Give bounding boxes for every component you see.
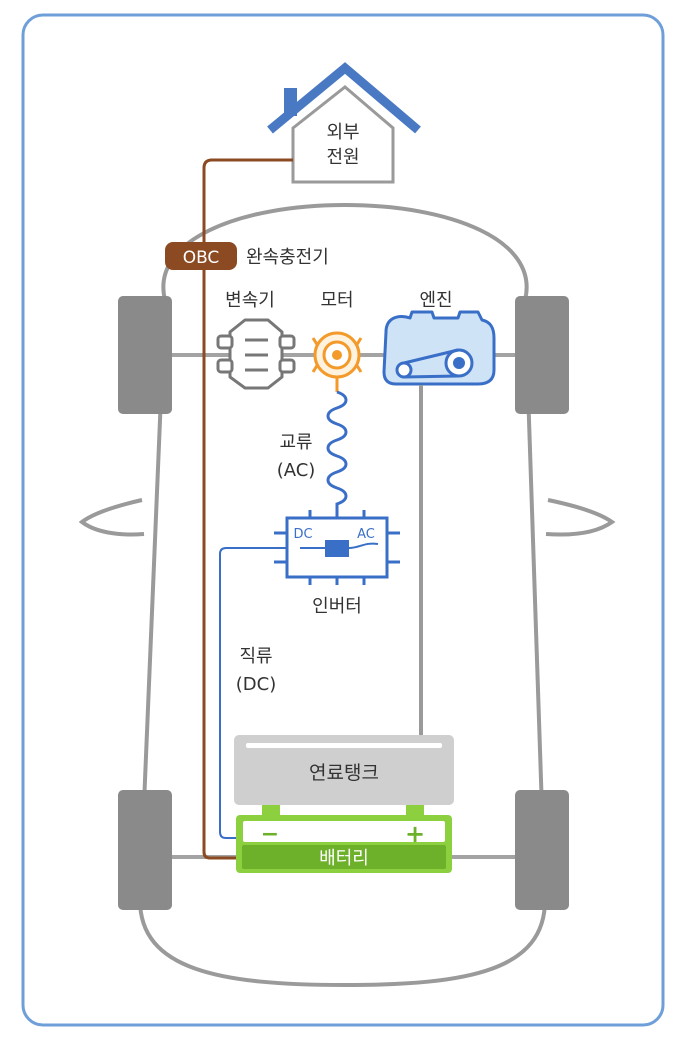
fuel-tank [234, 735, 454, 805]
right-mirror [545, 498, 616, 537]
wheel-rear-right [515, 790, 569, 910]
left-mirror [78, 498, 145, 537]
wheel-front-right [515, 296, 569, 414]
battery-minus-sign: − [261, 822, 279, 847]
engine-label: 엔진 [419, 290, 452, 311]
battery-label: 배터리 [319, 848, 369, 869]
ac-label-1: 교류 [279, 432, 312, 453]
dc-label-2: (DC) [236, 674, 276, 695]
ac-coil [326, 390, 348, 515]
motor-label: 모터 [320, 290, 353, 311]
wheel-rear-left [118, 790, 172, 910]
inverter-dc-label: DC [293, 527, 312, 542]
engine-icon [382, 310, 496, 386]
battery-icon [236, 805, 452, 873]
fuel-tank-highlight [246, 743, 442, 748]
motor-icon [311, 331, 363, 392]
slow-charger-label: 완속충전기 [246, 247, 329, 268]
inverter-label: 인버터 [312, 596, 362, 617]
fuel-tank-label: 연료탱크 [309, 762, 379, 784]
external-power-label-1: 외부 [326, 122, 359, 143]
battery-plus-sign: + [405, 820, 425, 848]
external-power-house-icon [267, 62, 421, 184]
ac-label-2: (AC) [277, 460, 316, 481]
inverter-ac-label: AC [357, 527, 375, 542]
wheel-front-left [118, 296, 172, 414]
dc-line [219, 547, 287, 839]
obc-badge-label: OBC [183, 248, 220, 268]
dc-label-1: 직류 [239, 646, 272, 667]
obc-badge [165, 242, 237, 270]
inverter-icon [274, 510, 400, 585]
external-power-label-2: 전원 [326, 147, 359, 168]
transmission-icon [216, 318, 296, 390]
transmission-label: 변속기 [225, 290, 275, 311]
obc-charging-line [202, 158, 293, 860]
